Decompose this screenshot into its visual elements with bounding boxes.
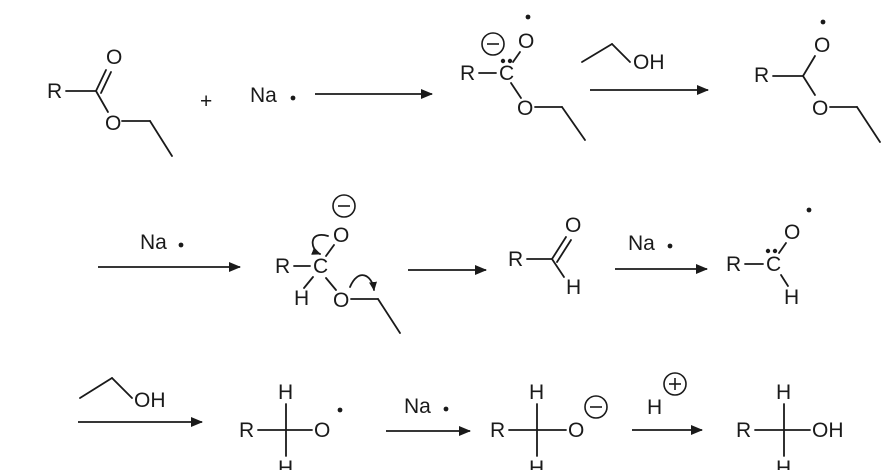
radical-dot-icon bbox=[290, 95, 296, 101]
electron-dot bbox=[500, 58, 506, 64]
atom-label-h: H bbox=[647, 396, 662, 419]
atom-label-r: R bbox=[47, 80, 62, 103]
proton-reagent: H bbox=[647, 372, 687, 419]
ketyl-radical: O R C H bbox=[726, 207, 812, 309]
atom-label-na: Na bbox=[628, 232, 655, 255]
atom-label-o: O bbox=[106, 46, 122, 69]
atom-label-h: H bbox=[278, 381, 293, 404]
bond bbox=[303, 276, 314, 289]
atom-label-o: O bbox=[314, 419, 330, 442]
atom-label-h: H bbox=[776, 457, 791, 470]
radical-dot-icon bbox=[178, 242, 184, 248]
bond bbox=[100, 71, 112, 94]
atom-label-r: R bbox=[508, 248, 523, 271]
atom-label-o: O bbox=[784, 221, 800, 244]
atom-label-c: C bbox=[766, 253, 781, 276]
alkoxide-anion: H R O H bbox=[490, 381, 608, 470]
atom-label-o: O bbox=[568, 419, 584, 442]
atom-label-o: O bbox=[518, 30, 534, 53]
curved-electron-arrow-icon bbox=[311, 233, 329, 255]
atom-label-o: O bbox=[333, 224, 349, 247]
bond bbox=[510, 82, 522, 99]
sodium-reagent: Na bbox=[140, 231, 184, 254]
aldehyde-product: R O H bbox=[508, 214, 581, 299]
bond bbox=[551, 258, 565, 278]
sodium-reagent: Na bbox=[628, 232, 673, 255]
radical-dot-icon bbox=[443, 406, 449, 412]
atom-label-h: H bbox=[529, 457, 544, 470]
hemiacetal-radical: O R O bbox=[754, 19, 881, 143]
sodium-reagent: Na bbox=[404, 395, 449, 418]
alcohol-product: H R OH H bbox=[736, 381, 844, 470]
atom-label-h: H bbox=[776, 381, 791, 404]
bond bbox=[778, 242, 787, 254]
atom-label-na: Na bbox=[404, 395, 431, 418]
atom-label-h: H bbox=[784, 286, 799, 309]
plus-sign: + bbox=[200, 90, 212, 113]
atom-label-oh: OH bbox=[812, 419, 844, 442]
atom-label-o: O bbox=[814, 34, 830, 57]
radical-dot-icon bbox=[806, 207, 812, 213]
radical-dot-icon bbox=[337, 407, 343, 413]
atom-label-h: H bbox=[566, 276, 581, 299]
radical-dot-icon bbox=[667, 243, 673, 249]
atom-label-c: C bbox=[499, 62, 514, 85]
atom-label-na: Na bbox=[250, 84, 277, 107]
bond bbox=[611, 43, 631, 63]
ketyl-radical-anion: O R C O bbox=[460, 14, 586, 141]
alkoxy-radical: H R O H bbox=[239, 381, 343, 470]
atom-label-o: O bbox=[565, 214, 581, 237]
electron-dot bbox=[765, 248, 771, 254]
bond bbox=[551, 236, 567, 260]
atom-label-h: H bbox=[294, 287, 309, 310]
bond bbox=[325, 277, 337, 291]
radical-dot-icon bbox=[525, 14, 531, 20]
atom-label-o: O bbox=[333, 289, 349, 312]
atom-label-o: O bbox=[105, 112, 121, 135]
atom-label-r: R bbox=[736, 419, 751, 442]
bond bbox=[856, 106, 881, 143]
sodium-radical: Na bbox=[250, 84, 296, 107]
bond bbox=[325, 244, 335, 257]
bond bbox=[377, 298, 401, 334]
atom-label-c: C bbox=[313, 255, 328, 278]
ethanol-reagent: OH bbox=[581, 43, 665, 74]
ethanol-reagent: OH bbox=[79, 377, 166, 412]
atom-label-o: O bbox=[812, 97, 828, 120]
bond bbox=[581, 43, 613, 63]
bond bbox=[802, 75, 816, 96]
bond bbox=[149, 120, 173, 157]
bond bbox=[780, 274, 789, 287]
electron-dot bbox=[507, 58, 513, 64]
alkoxide-intermediate: O R C H O bbox=[275, 194, 401, 334]
radical-dot-icon bbox=[820, 19, 826, 25]
atom-label-r: R bbox=[490, 419, 505, 442]
ester-reactant: R O O bbox=[47, 46, 173, 157]
bond bbox=[95, 90, 109, 113]
bond bbox=[556, 239, 572, 263]
atom-label-na: Na bbox=[140, 231, 167, 254]
electron-dot bbox=[772, 248, 778, 254]
atom-label-o: O bbox=[517, 97, 533, 120]
atom-label-r: R bbox=[275, 255, 290, 278]
atom-label-r: R bbox=[754, 64, 769, 87]
bond bbox=[95, 69, 107, 92]
atom-label-oh: OH bbox=[134, 389, 166, 412]
atom-label-oh: OH bbox=[633, 51, 665, 74]
bond bbox=[512, 51, 521, 63]
bond bbox=[802, 55, 816, 77]
bond bbox=[79, 377, 113, 399]
atom-label-r: R bbox=[460, 62, 475, 85]
bond bbox=[111, 377, 133, 399]
curved-electron-arrow-icon bbox=[349, 274, 377, 291]
atom-label-r: R bbox=[239, 419, 254, 442]
atom-label-h: H bbox=[278, 457, 293, 470]
bond bbox=[561, 106, 586, 141]
atom-label-h: H bbox=[529, 381, 544, 404]
atom-label-r: R bbox=[726, 253, 741, 276]
